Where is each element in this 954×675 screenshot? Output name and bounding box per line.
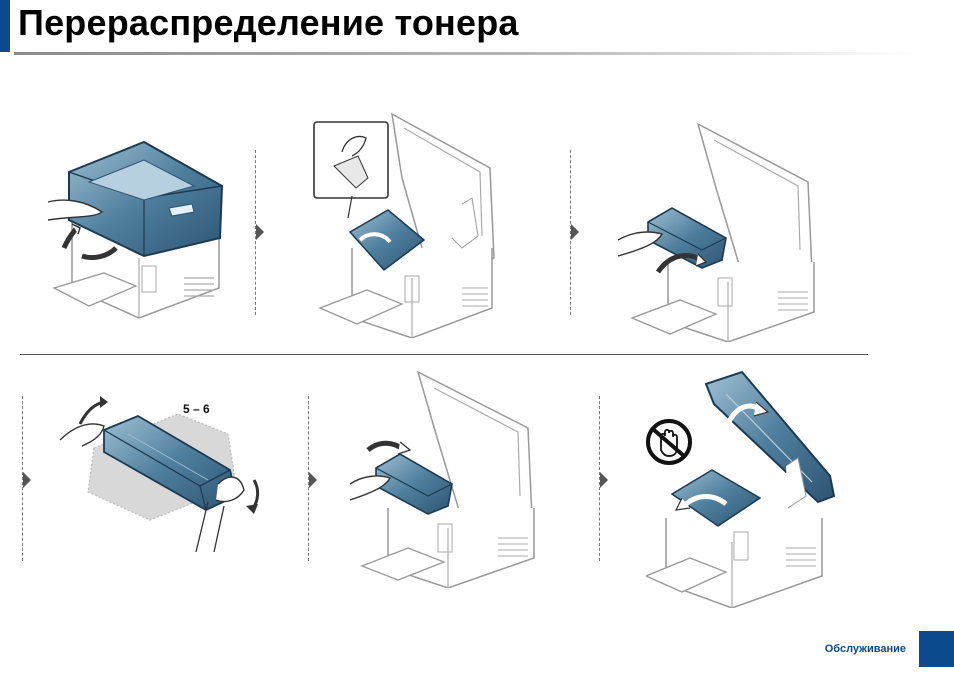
page-title: Перераспределение тонера (18, 2, 519, 44)
printer-close-cover-icon (646, 370, 836, 608)
toner-cartridge-insert-icon (348, 370, 554, 588)
row-divider (20, 354, 868, 355)
page-number (919, 631, 954, 667)
toner-shake-icon (58, 394, 268, 556)
footer-section-label: Обслуживание (825, 643, 906, 655)
printer-scanner-lid-open-icon (44, 138, 234, 323)
step-arrow (309, 472, 317, 488)
header-accent-bar (0, 0, 10, 52)
step-arrow (600, 472, 608, 488)
shake-count-label: 5 – 6 (183, 402, 210, 416)
step-arrow (571, 224, 579, 240)
step-arrow (23, 472, 31, 488)
toner-cartridge-remove-icon (618, 122, 834, 342)
title-underline (14, 52, 914, 55)
page-number-box (919, 631, 954, 667)
step-arrow (256, 224, 264, 240)
printer-inner-cover-open-icon (312, 108, 502, 338)
